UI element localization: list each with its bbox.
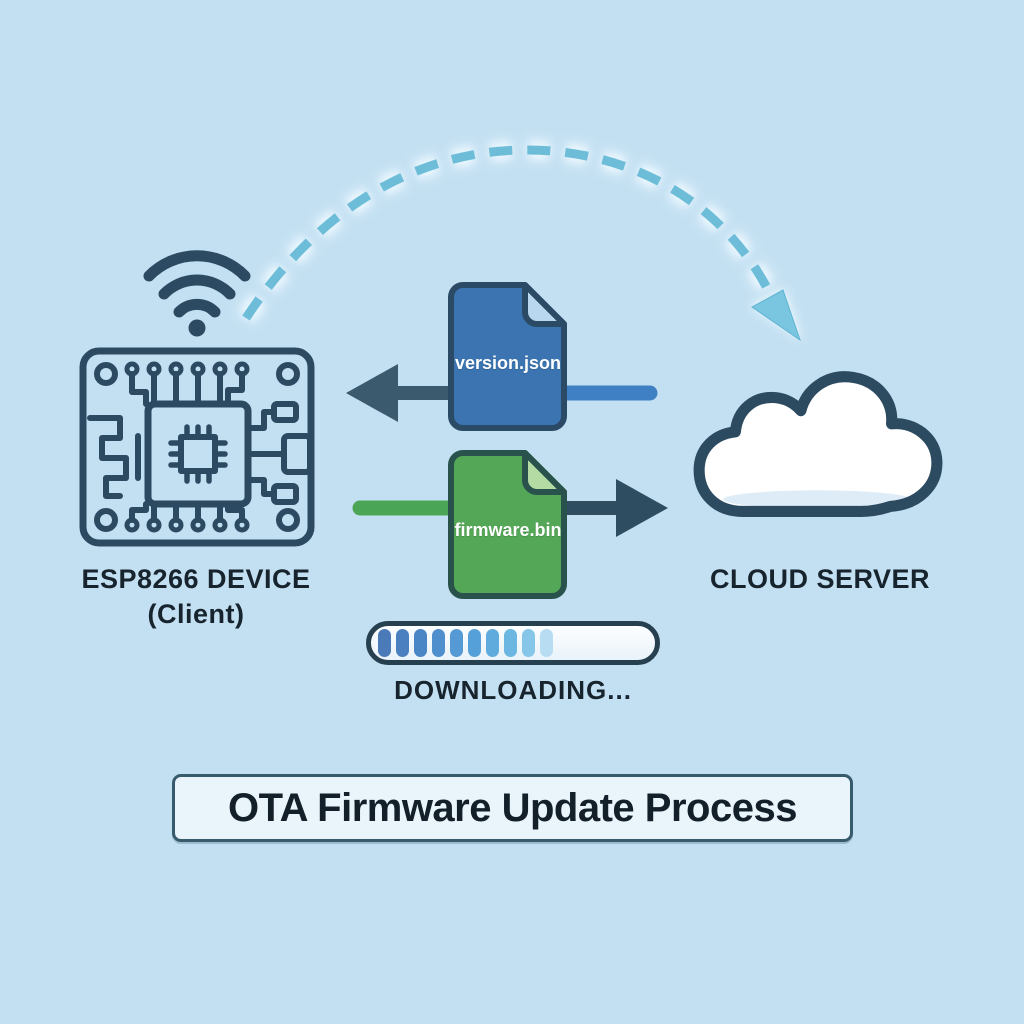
arc-arrowhead-icon [751, 289, 801, 342]
progress-segment [540, 629, 553, 657]
file-name-label: firmware.bin [454, 519, 562, 540]
page-title: OTA Firmware Update Process [228, 785, 797, 830]
version-json-file: version.json [445, 278, 571, 436]
progress-segment [450, 629, 463, 657]
esp8266-board-icon [79, 347, 315, 547]
progress-bar [366, 621, 660, 665]
device-label-line1: ESP8266 DEVICE [81, 564, 311, 594]
cloud-icon [693, 371, 943, 517]
file-name-label: version.json [454, 352, 562, 373]
progress-segment [522, 629, 535, 657]
title-box: OTA Firmware Update Process [172, 774, 853, 842]
progress-segment [468, 629, 481, 657]
file-icon [448, 450, 567, 599]
progress-segment [378, 629, 391, 657]
progress-segment [432, 629, 445, 657]
firmware-bin-file: firmware.bin [445, 446, 571, 604]
device-label: ESP8266 DEVICE (Client) [56, 562, 336, 631]
progress-segment [414, 629, 427, 657]
progress-segment [486, 629, 499, 657]
progress-segments [378, 626, 648, 660]
progress-segment [504, 629, 517, 657]
progress-segment [396, 629, 409, 657]
wifi-icon [143, 250, 251, 337]
downloading-label: DOWNLOADING... [394, 675, 632, 705]
device-label-line2: (Client) [147, 598, 245, 629]
cloud-label: CLOUD SERVER [709, 564, 931, 594]
